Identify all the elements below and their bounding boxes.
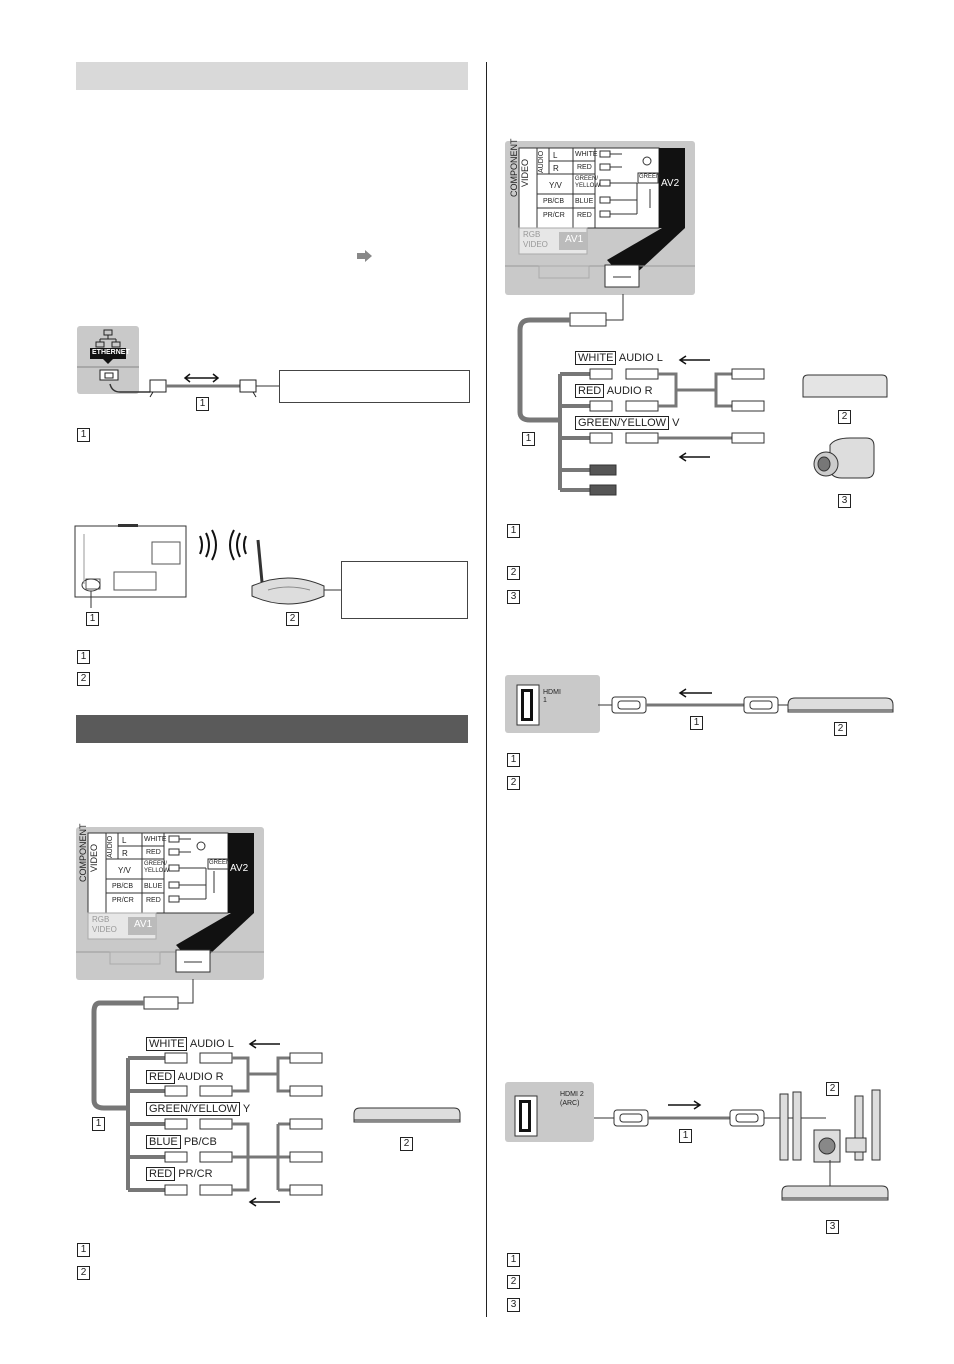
legend-number-1: 1 — [77, 650, 90, 664]
row-blue: BLUE — [144, 883, 163, 890]
legend-number-3: 3 — [507, 1298, 520, 1312]
row-r: R — [553, 164, 559, 173]
hdmi1-cable — [598, 688, 894, 714]
video2-label: VIDEO — [92, 925, 117, 934]
callout-1: 1 — [690, 716, 703, 730]
row-yv: Y/V — [118, 866, 131, 875]
legend-number-1: 1 — [507, 1253, 520, 1267]
right-av-cable — [517, 294, 888, 496]
left-cable-red: RED AUDIO R — [146, 1070, 224, 1084]
left-cable-green: GREEN/YELLOW Y — [146, 1102, 250, 1116]
av-panel-left: COMPONENT VIDEO AUDIO L R Y/V PB/CB PR/C… — [76, 824, 264, 980]
rgb-label: RGB — [92, 915, 110, 924]
callout-2: 2 — [400, 1137, 413, 1151]
ethernet-port-panel: ETHERNET — [77, 326, 139, 394]
column-divider — [486, 62, 487, 1317]
callout-1: 1 — [196, 397, 209, 411]
left-cable-red-2: RED PR/CR — [146, 1167, 213, 1181]
hdmi2-port-label: HDMI 2 (ARC) — [560, 1091, 584, 1107]
av2-label: AV2 — [230, 863, 249, 874]
av-panel-right: COMPONENT VIDEO AUDIO L R Y/V PB/CB PR/C… — [505, 139, 695, 295]
right-cable-green: GREEN/YELLOW V — [575, 416, 679, 430]
callout-3: 3 — [826, 1220, 839, 1234]
left-av-cable — [91, 979, 461, 1207]
callout-1: 1 — [86, 612, 99, 626]
legend-number-2: 2 — [77, 672, 90, 686]
av2-label: AV2 — [661, 178, 680, 189]
row-red: RED — [577, 164, 592, 171]
wireless-target-box — [341, 561, 468, 619]
rgb-label: RGB — [523, 230, 541, 239]
green-tag: GREEN — [209, 860, 231, 866]
right-cable-red: RED AUDIO R — [575, 384, 653, 398]
row-l: L — [553, 151, 558, 160]
hdmi2-panel: HDMI 2 (ARC) — [505, 1082, 594, 1142]
row-green-yellow: GREEN/ YELLOW — [575, 176, 601, 189]
legend-number-2: 2 — [507, 566, 520, 580]
row-yv: Y/V — [549, 181, 562, 190]
section-header-av-devices — [76, 715, 468, 743]
ethernet-target-box — [279, 370, 470, 403]
row-prcr: PR/CR — [543, 212, 565, 219]
row-prcr: PR/CR — [112, 897, 134, 904]
legend-number-1: 1 — [77, 428, 90, 442]
row-pbcb: PB/CB — [112, 883, 134, 890]
row-r: R — [122, 849, 128, 858]
tv-rear-illustration — [74, 524, 187, 608]
green-tag: GREEN — [639, 174, 661, 180]
av1-label: AV1 — [134, 919, 153, 930]
video2-label: VIDEO — [523, 240, 548, 249]
hdmi2-cable — [594, 1089, 889, 1201]
ethernet-cable — [109, 373, 279, 398]
callout-2: 2 — [838, 410, 851, 424]
row-blue: BLUE — [575, 198, 594, 205]
hdmi1-port-label: HDMI 1 — [543, 689, 561, 704]
row-white: WHITE — [575, 151, 598, 158]
callout-1: 1 — [679, 1129, 692, 1143]
reference-arrow-icon — [357, 250, 373, 262]
row-white: WHITE — [144, 836, 167, 843]
row-green-yellow: GREEN/ YELLOW — [144, 861, 170, 874]
section-header-network — [76, 62, 468, 90]
row-red-2: RED — [577, 212, 592, 219]
legend-number-2: 2 — [507, 776, 520, 790]
left-cable-white: WHITE AUDIO L — [146, 1037, 234, 1051]
callout-1: 1 — [92, 1117, 105, 1131]
legend-number-1: 1 — [507, 753, 520, 767]
legend-number-1: 1 — [77, 1243, 90, 1257]
hdmi1-panel: HDMI 1 — [505, 675, 600, 733]
row-red: RED — [146, 849, 161, 856]
legend-number-2: 2 — [507, 1275, 520, 1289]
right-cable-white: WHITE AUDIO L — [575, 351, 663, 365]
callout-2: 2 — [286, 612, 299, 626]
left-cable-blue: BLUE PB/CB — [146, 1135, 217, 1149]
row-red-2: RED — [146, 897, 161, 904]
wireless-signal-icon — [199, 529, 247, 561]
callout-1: 1 — [522, 432, 535, 446]
row-pbcb: PB/CB — [543, 198, 565, 205]
legend-number-1: 1 — [507, 524, 520, 538]
callout-3: 3 — [838, 494, 851, 508]
row-l: L — [122, 836, 127, 845]
legend-number-3: 3 — [507, 590, 520, 604]
wireless-router-illustration — [251, 539, 341, 605]
legend-number-2: 2 — [77, 1266, 90, 1280]
callout-2: 2 — [826, 1082, 839, 1096]
callout-2: 2 — [834, 722, 847, 736]
av1-label: AV1 — [565, 234, 584, 245]
ethernet-port-label: ETHERNET — [92, 349, 130, 356]
